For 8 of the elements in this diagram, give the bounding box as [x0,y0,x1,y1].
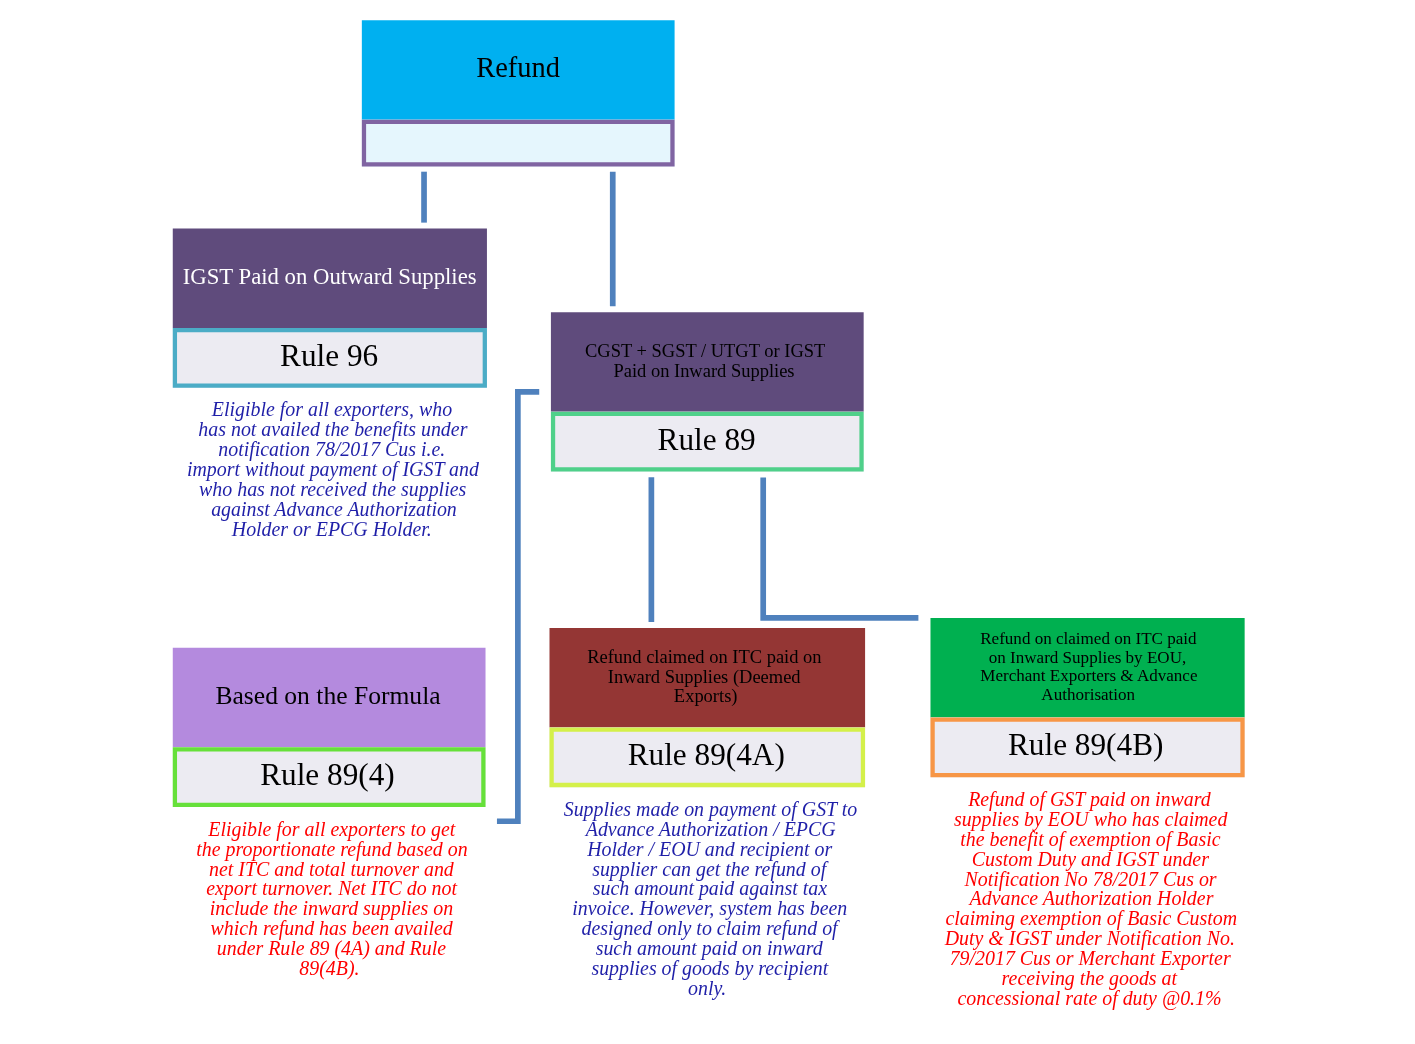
node-label: Eligible for all exporters, who has not availed the benefits under notification 78/2017 Cus i.e. import without payment of IGST and who has not received the supplies against Advance Authorization Holder or EPCG Holder. [186,398,479,540]
node-label: Refund of GST paid on inward supplies by EOU who has claimed the benefit of exemption of Basic Custom Duty and IGST under Notification No 78/2017 Cus or Advance Authorization Holder claiming exemption of Basic Custom Duty & IGST under Notification No. 79/2017 Cus or Merchant Exporter receiving the goods at concessional rate of duty @0.1% [944,787,1237,1009]
connector [609,171,616,307]
connector [759,477,918,621]
node-label: Eligible for all exporters to get the proportionate refund based on net ITC and total turnover and export turnover. Net ITC do not include the inward supplies on which refund has been availed under Rule 89 (4A) and Rule 89(4B). [195,817,468,980]
connector [420,171,427,223]
connector [648,477,654,622]
node-label: Supplies made on payment of GST to Advance Authorization / EPCG Holder / EOU and recipient or supplier can get the refund of such amount paid against tax invoice. However, system has been designed only to claim refund of such amount paid on inward supplies of goods by recipient only. [563,797,857,999]
